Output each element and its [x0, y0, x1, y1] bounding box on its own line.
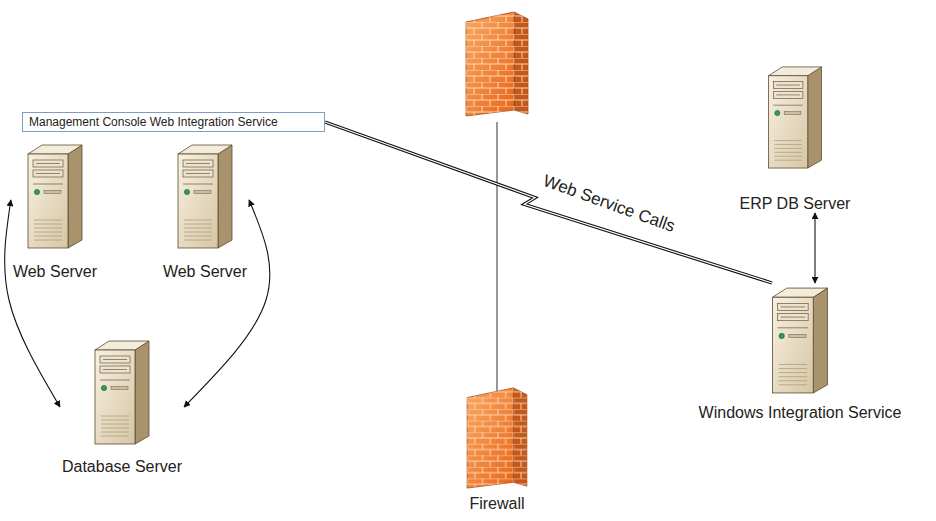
server-icon	[91, 335, 153, 447]
server-icon	[764, 62, 826, 170]
box-label: Management Console Web Integration Servi…	[29, 115, 314, 129]
server-icon	[768, 283, 832, 395]
node-label: Web Server	[161, 262, 249, 281]
node-label: ERP DB Server	[738, 194, 853, 213]
node-label: Firewall	[462, 494, 532, 513]
firewall-boundary	[497, 122, 498, 392]
server-icon	[174, 140, 236, 250]
web-service-link	[325, 122, 772, 283]
database-server: Database Server	[60, 335, 184, 476]
server-icon	[24, 140, 86, 250]
firewall: Firewall	[462, 386, 532, 513]
node-label: Windows Integration Service	[697, 403, 904, 422]
firewall-icon	[466, 12, 528, 116]
web-server: Web Server	[11, 140, 99, 281]
connector-arrow	[814, 213, 815, 283]
connector-label: Web Service Calls	[537, 170, 680, 238]
web-service-link-inner	[325, 122, 772, 283]
erp-db-server: ERP DB Server	[738, 62, 853, 213]
integration-service-box: Management Console Web Integration Servi…	[22, 112, 325, 132]
node-label: Database Server	[60, 457, 184, 476]
node-label: Web Server	[11, 262, 99, 281]
integration-server: Windows Integration Service	[697, 283, 904, 422]
firewall-icon	[462, 386, 532, 490]
web-server: Web Server	[161, 140, 249, 281]
